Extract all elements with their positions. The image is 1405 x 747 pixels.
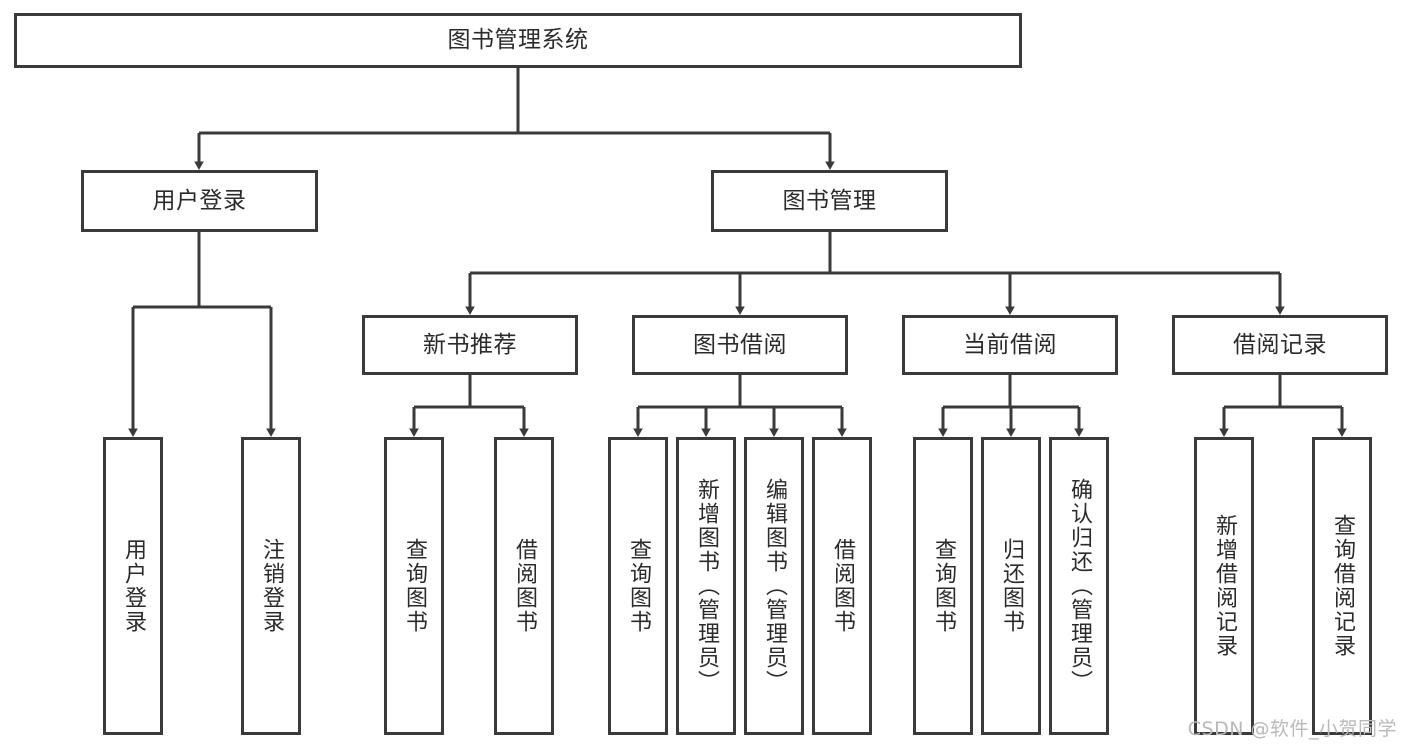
- node-leaf-borrow-book-2[interactable]: 借阅图书: [812, 437, 872, 735]
- node-label: 新书推荐: [423, 331, 517, 358]
- node-label: 借阅图书: [511, 538, 537, 634]
- node-leaf-user-logout[interactable]: 注销登录: [241, 437, 301, 735]
- node-label: 查询图书: [625, 538, 651, 634]
- watermark: CSDN @软件_小贺同学: [1187, 718, 1397, 740]
- node-label: 借阅图书: [829, 538, 855, 634]
- node-label: 图书借阅: [693, 331, 787, 358]
- node-book-borrowing[interactable]: 图书借阅: [632, 315, 848, 375]
- node-user-login[interactable]: 用户登录: [81, 170, 318, 232]
- node-book-management[interactable]: 图书管理: [711, 170, 948, 232]
- node-new-book-recommendation[interactable]: 新书推荐: [362, 315, 578, 375]
- node-leaf-add-book-admin[interactable]: 新增图书（管理员）: [676, 437, 736, 735]
- node-leaf-query-book-1[interactable]: 查询图书: [384, 437, 444, 735]
- node-leaf-borrow-book-1[interactable]: 借阅图书: [494, 437, 554, 735]
- node-leaf-query-book-2[interactable]: 查询图书: [608, 437, 668, 735]
- node-label: 新增借阅记录: [1211, 514, 1237, 658]
- node-leaf-add-borrow-record[interactable]: 新增借阅记录: [1194, 437, 1254, 735]
- node-root-book-management-system[interactable]: 图书管理系统: [14, 13, 1022, 68]
- node-label: 编辑图书（管理员）: [761, 478, 787, 694]
- node-label: 图书管理: [782, 187, 877, 214]
- node-leaf-query-borrow-record[interactable]: 查询借阅记录: [1312, 437, 1372, 735]
- node-label: 图书管理系统: [447, 27, 589, 54]
- node-leaf-confirm-return-admin[interactable]: 确认归还（管理员）: [1049, 437, 1109, 735]
- node-label: 注销登录: [258, 538, 284, 634]
- node-label: 查询图书: [401, 538, 427, 634]
- node-label: 查询借阅记录: [1329, 514, 1355, 658]
- node-leaf-user-login[interactable]: 用户登录: [103, 437, 163, 735]
- node-label: 确认归还（管理员）: [1066, 478, 1092, 694]
- node-leaf-return-book[interactable]: 归还图书: [981, 437, 1041, 735]
- node-label: 新增图书（管理员）: [693, 478, 719, 694]
- node-label: 用户登录: [152, 187, 247, 214]
- node-borrowing-record[interactable]: 借阅记录: [1172, 315, 1388, 375]
- node-current-borrowing[interactable]: 当前借阅: [902, 315, 1118, 375]
- node-label: 当前借阅: [963, 331, 1057, 358]
- node-label: 用户登录: [120, 538, 146, 634]
- node-label: 归还图书: [998, 538, 1024, 634]
- node-leaf-query-book-3[interactable]: 查询图书: [913, 437, 973, 735]
- node-label: 查询图书: [930, 538, 956, 634]
- node-leaf-edit-book-admin[interactable]: 编辑图书（管理员）: [744, 437, 804, 735]
- node-label: 借阅记录: [1233, 331, 1327, 358]
